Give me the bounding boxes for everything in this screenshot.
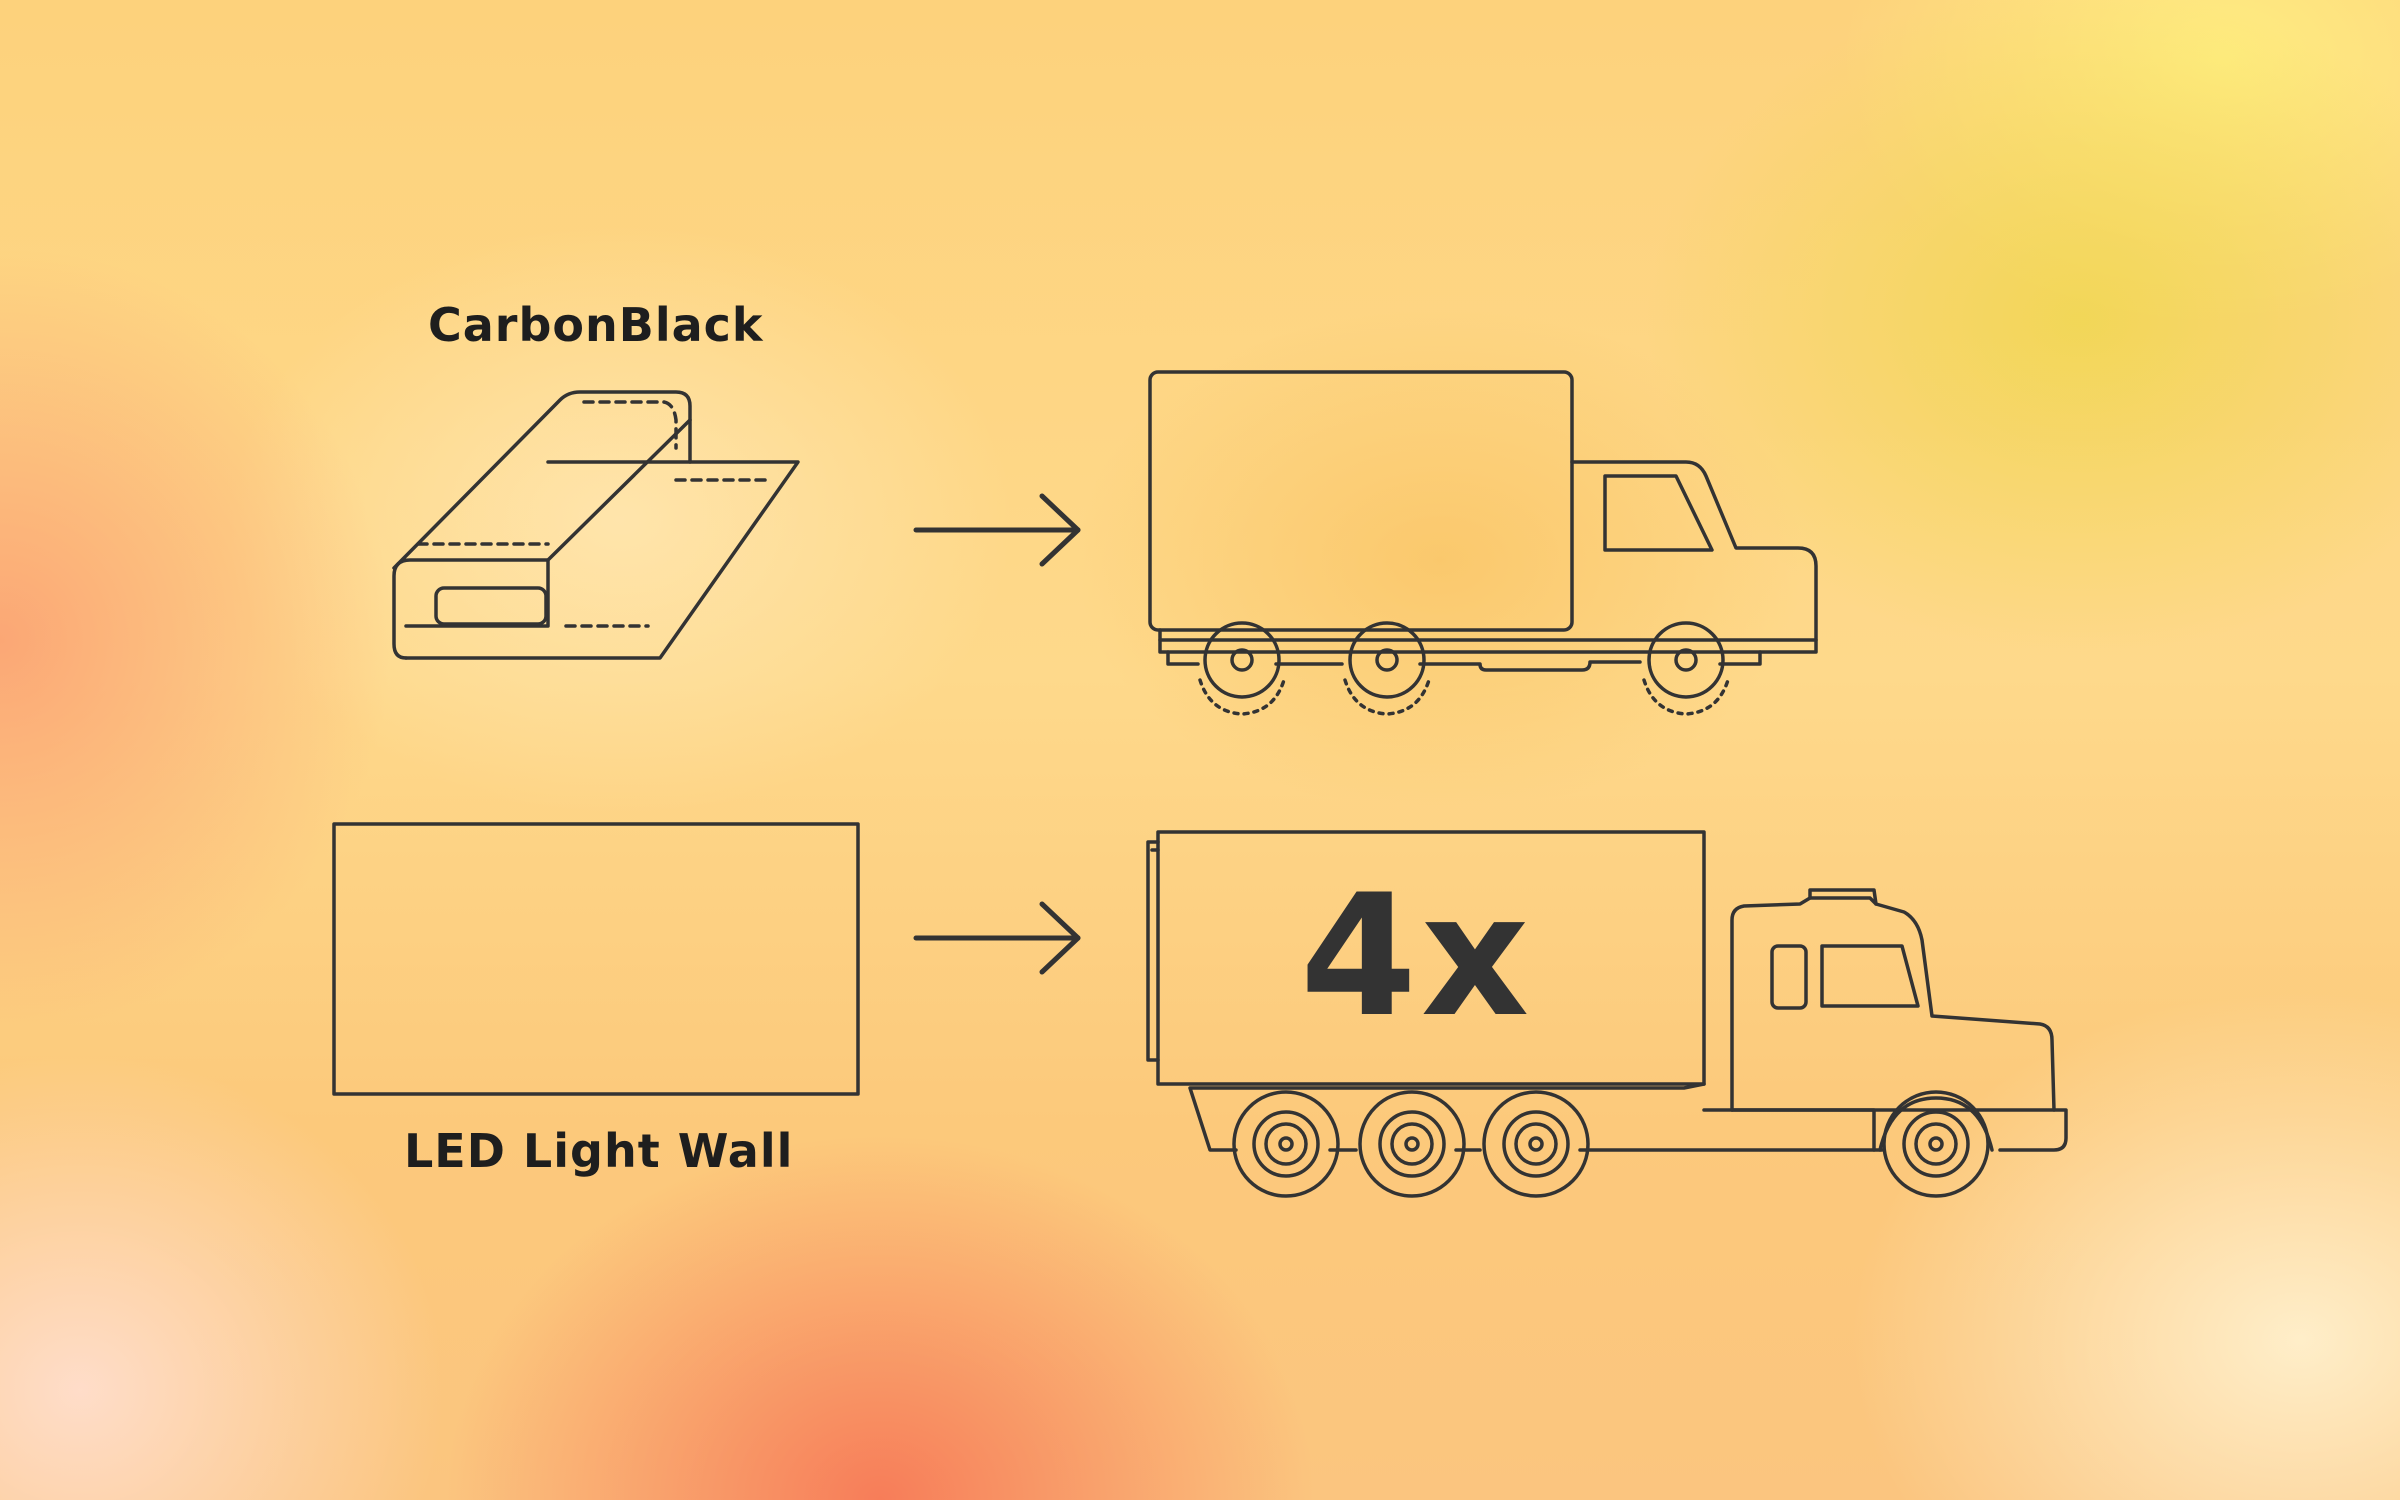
panel-icon bbox=[332, 822, 860, 1096]
semi-truck-icon bbox=[1146, 830, 2068, 1198]
truck-icon bbox=[1148, 370, 1818, 716]
arrow-icon-bottom bbox=[913, 901, 1081, 975]
led-light-wall-label: LED Light Wall bbox=[404, 1124, 794, 1178]
arrow-icon-top bbox=[913, 493, 1081, 567]
fabric-roll-icon bbox=[392, 390, 800, 660]
carbonblack-label: CarbonBlack bbox=[428, 298, 764, 352]
multiplier-text: 4x bbox=[1300, 858, 1534, 1054]
